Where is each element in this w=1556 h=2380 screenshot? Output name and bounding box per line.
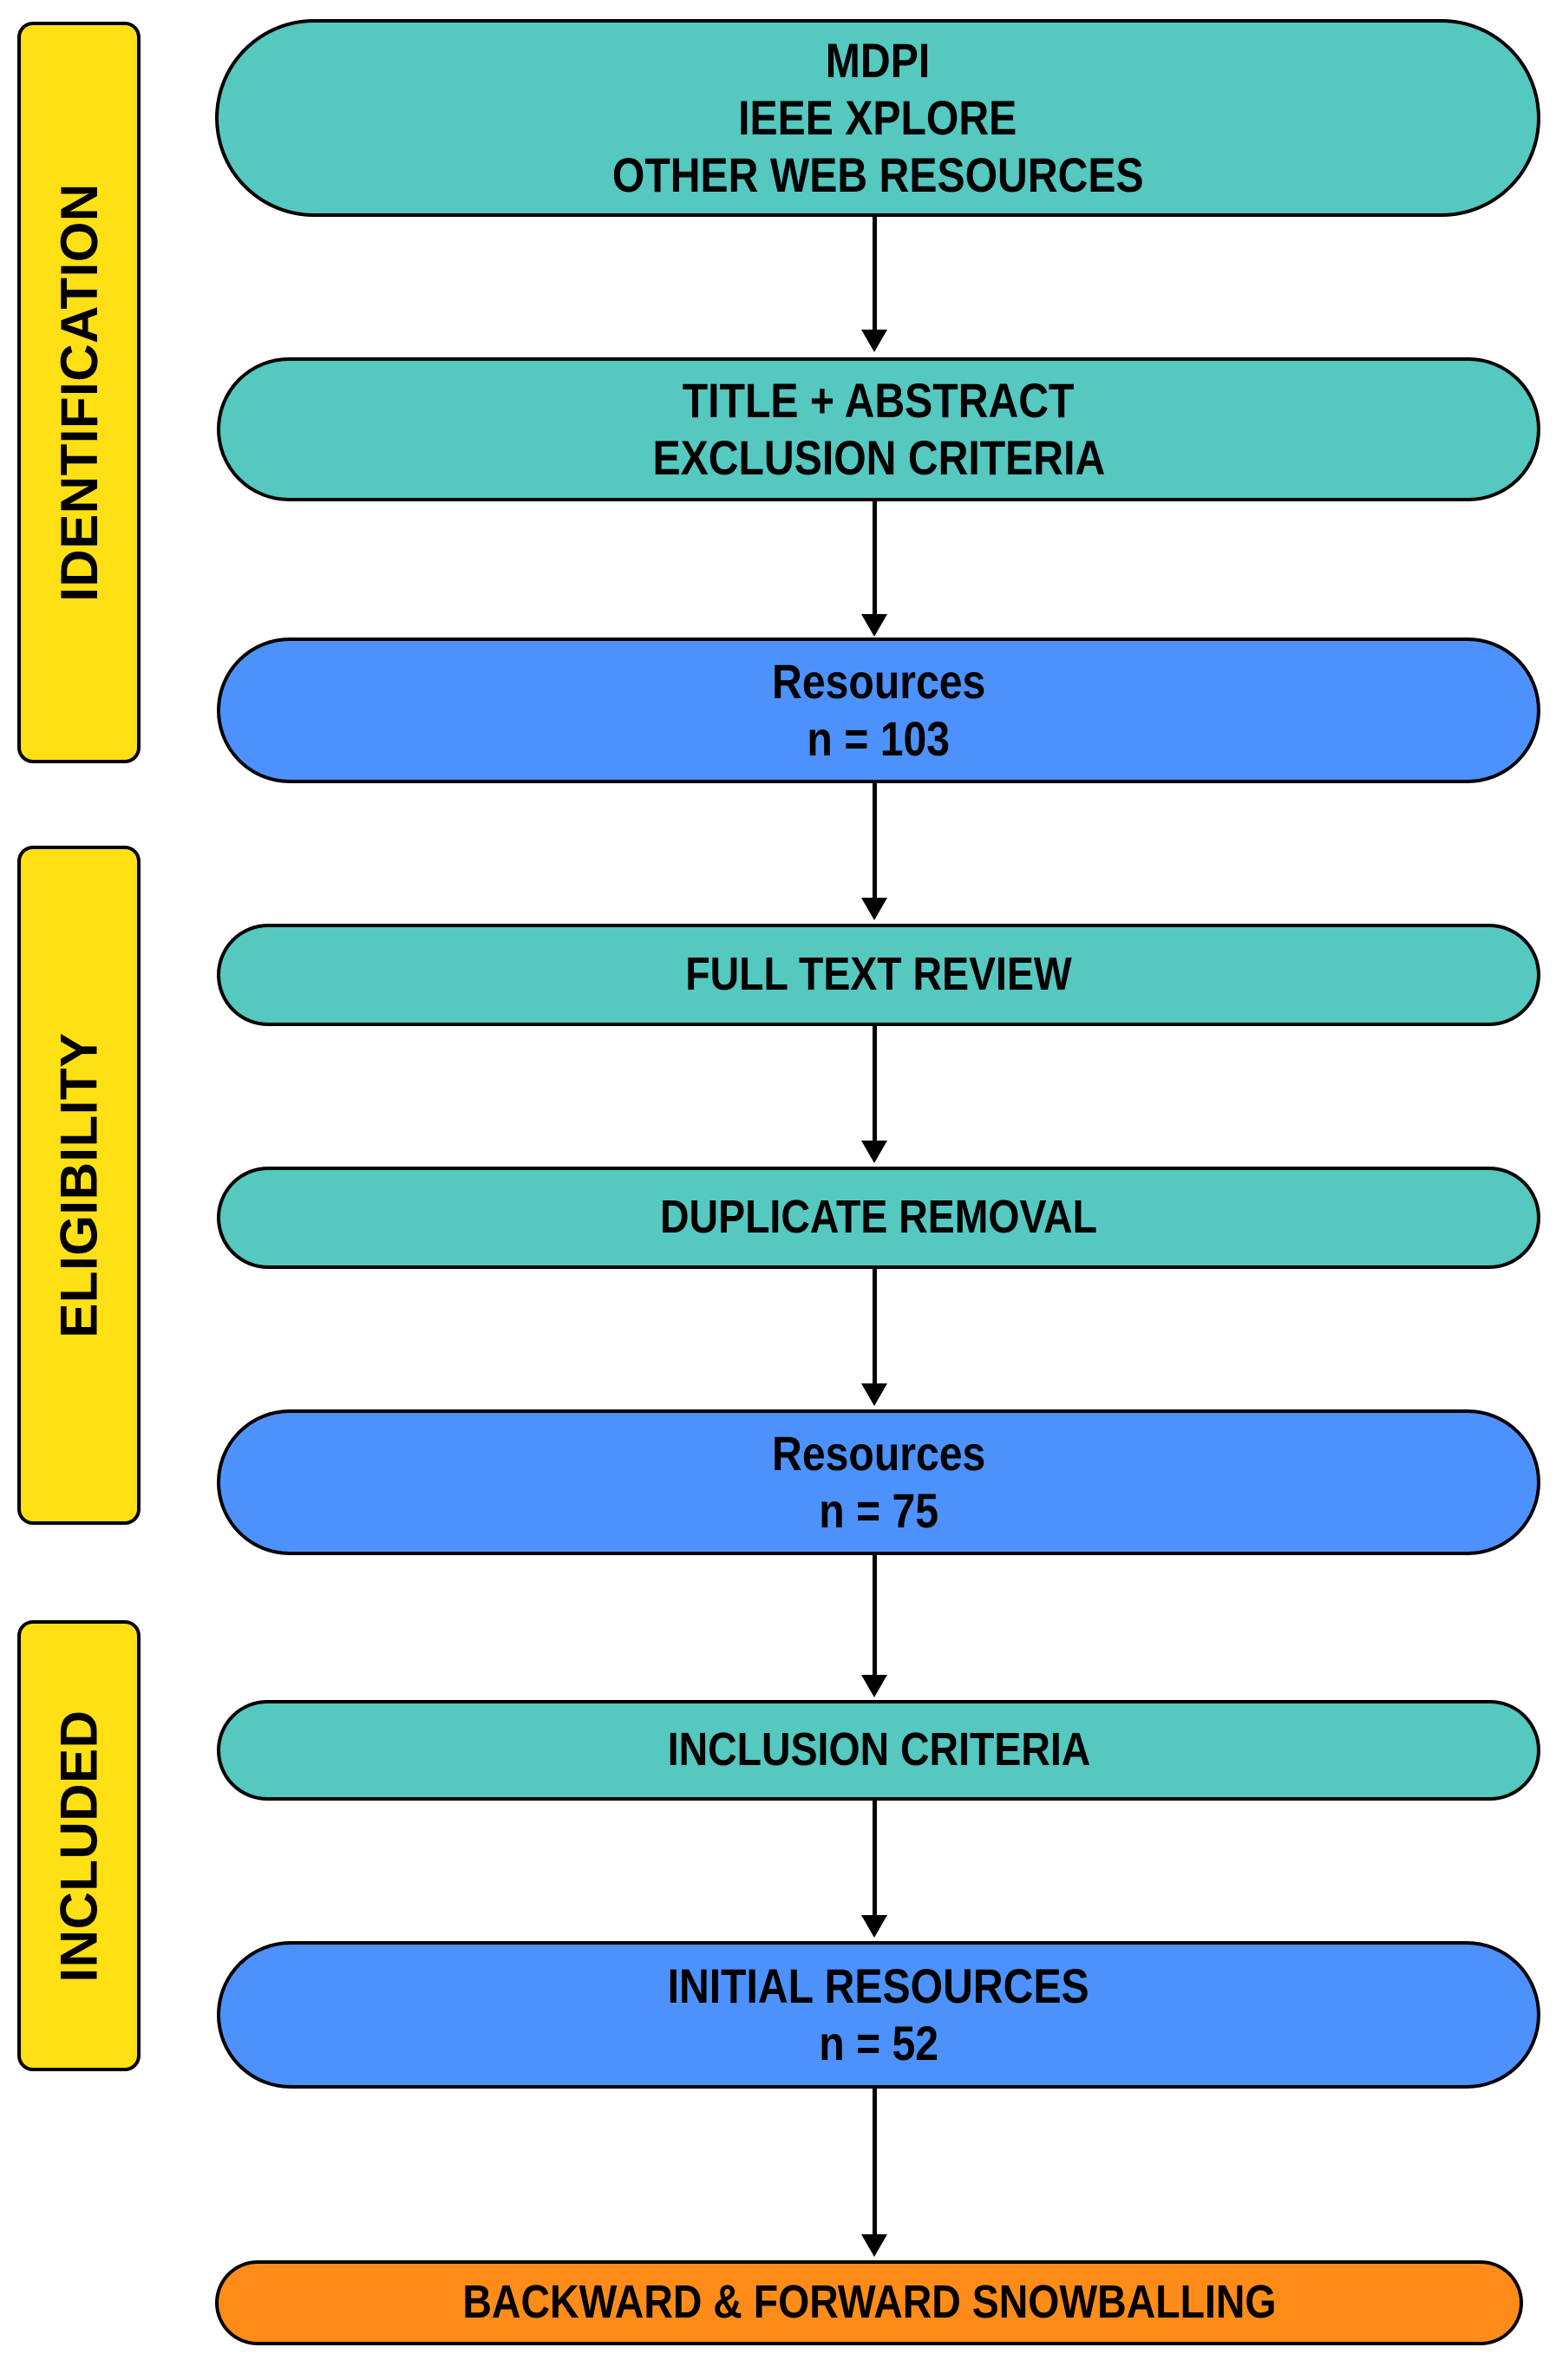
node-inclusion-criteria-label: INCLUSION CRITERIA — [667, 1723, 1090, 1776]
node-full-text-review: FULL TEXT REVIEW — [217, 924, 1540, 1026]
connector-sources-to-screening — [873, 217, 877, 331]
node-initial-resources-count: n = 52 — [819, 2016, 938, 2070]
connector-screening-to-resources103 — [873, 501, 877, 616]
node-screening-line-1: TITLE + ABSTRACT — [683, 372, 1075, 428]
arrowhead-resources103-to-fulltext — [861, 898, 887, 920]
node-full-text-review-label: FULL TEXT REVIEW — [685, 948, 1072, 1001]
connector-fulltext-to-duplicate — [873, 1026, 877, 1142]
phase-label-included: INCLUDED — [49, 1710, 108, 1982]
arrowhead-resources75-to-inclusion — [861, 1675, 887, 1697]
node-resources-75-label: Resources — [771, 1425, 986, 1481]
node-inclusion-criteria: INCLUSION CRITERIA — [217, 1700, 1540, 1801]
phase-bar-eligibility: ELIGIBILITY — [17, 846, 141, 1525]
arrowhead-screening-to-resources103 — [861, 614, 887, 637]
node-resources-103-count: n = 103 — [807, 711, 951, 766]
phase-bar-included: INCLUDED — [17, 1620, 141, 2071]
connector-resources103-to-fulltext — [873, 783, 877, 899]
node-screening-line-2: EXCLUSION CRITERIA — [652, 430, 1105, 485]
node-initial-resources: INITIAL RESOURCES n = 52 — [217, 1941, 1540, 2089]
node-initial-resources-label: INITIAL RESOURCES — [667, 1958, 1090, 2013]
node-snowballing: BACKWARD & FORWARD SNOWBALLING — [215, 2260, 1523, 2345]
node-resources-75: Resources n = 75 — [217, 1409, 1540, 1555]
node-sources-line-2: IEEE XPLORE — [738, 89, 1017, 145]
connector-inclusion-to-initial — [873, 1801, 877, 1917]
arrowhead-fulltext-to-duplicate — [861, 1141, 887, 1163]
node-sources-line-1: MDPI — [825, 32, 931, 88]
connector-resources75-to-inclusion — [873, 1555, 877, 1677]
connector-duplicate-to-resources75 — [873, 1269, 877, 1385]
phase-label-eligibility: ELIGIBILITY — [49, 1032, 108, 1338]
node-resources-103: Resources n = 103 — [217, 638, 1540, 783]
node-sources: MDPI IEEE XPLORE OTHER WEB RESOURCES — [215, 19, 1540, 217]
node-resources-103-label: Resources — [771, 653, 986, 709]
node-duplicate-removal: DUPLICATE REMOVAL — [217, 1167, 1540, 1269]
node-screening: TITLE + ABSTRACT EXCLUSION CRITERIA — [217, 357, 1540, 501]
arrowhead-inclusion-to-initial — [861, 1915, 887, 1938]
node-duplicate-removal-label: DUPLICATE REMOVAL — [660, 1191, 1097, 1244]
arrowhead-sources-to-screening — [861, 330, 887, 352]
phase-bar-identification: IDENTIFICATION — [17, 22, 141, 763]
connector-initial-to-snowballing — [873, 2089, 877, 2236]
phase-label-identification: IDENTIFICATION — [49, 183, 108, 602]
arrowhead-duplicate-to-resources75 — [861, 1383, 887, 1406]
node-snowballing-label: BACKWARD & FORWARD SNOWBALLING — [461, 2276, 1277, 2329]
arrowhead-initial-to-snowballing — [861, 2234, 887, 2257]
node-sources-line-3: OTHER WEB RESOURCES — [611, 147, 1144, 203]
node-resources-75-count: n = 75 — [819, 1483, 938, 1538]
